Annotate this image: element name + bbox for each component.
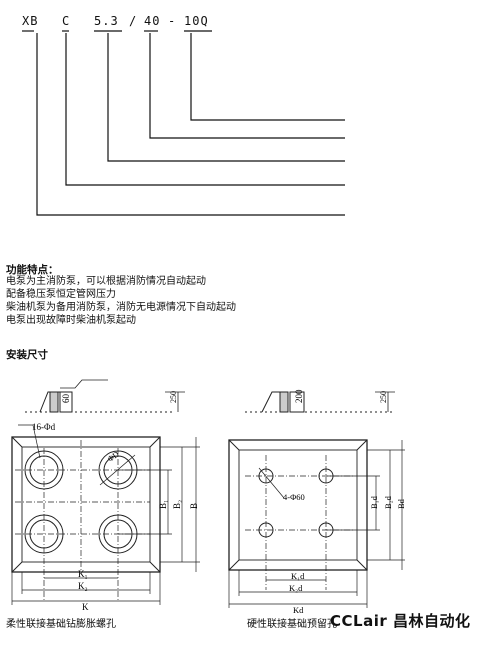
right-k-label: Kd xyxy=(293,605,304,615)
install-title: 安装尺寸 xyxy=(6,349,48,361)
code-flow: 40 xyxy=(144,14,161,28)
right-plan-view xyxy=(228,439,405,608)
left-k-label: K xyxy=(82,602,89,612)
code-dash: - xyxy=(168,14,177,28)
left-k2-label: K₂ xyxy=(78,581,88,591)
feature-line: 电泵出现故障时柴油机泵起动 xyxy=(6,315,136,326)
feature-line: 柴油机泵为备用消防泵，消防无电源情况下自动起动 xyxy=(6,302,236,313)
left-k1-label: K₁ xyxy=(78,569,88,579)
right-depth-label: 200 xyxy=(294,389,304,403)
left-holes-label: 16-Φd xyxy=(32,422,56,432)
left-b-label: B xyxy=(189,503,199,509)
right-section-view xyxy=(245,391,395,413)
features-title: 功能特点： xyxy=(6,264,59,276)
code-series: XB xyxy=(22,14,39,28)
right-caption: 硬性联接基础预留孔 xyxy=(247,619,337,630)
left-diameter-label: ΦD xyxy=(106,449,121,463)
left-plan-view xyxy=(11,424,200,605)
left-caption: 柔性联接基础钻膨胀螺孔 xyxy=(6,619,116,630)
code-suffix: 10Q xyxy=(184,14,209,28)
right-holes-label: 4-Φ60 xyxy=(283,492,305,502)
right-height-label: 250 xyxy=(379,391,388,403)
code-slash: / xyxy=(129,14,138,28)
left-height-label: 250 xyxy=(169,391,178,403)
right-anchor-holes xyxy=(258,468,334,538)
right-b-label: Bd xyxy=(396,498,406,509)
right-k2-label: K₂d xyxy=(289,583,303,593)
model-code-leaders xyxy=(22,30,345,216)
code-type: C xyxy=(62,14,71,28)
right-b2-label: B₂d xyxy=(383,495,393,509)
left-b2-label: B₂ xyxy=(172,500,182,509)
feature-line: 电泵为主消防泵，可以根据消防情况自动起动 xyxy=(6,276,206,287)
right-k1-label: K₁d xyxy=(291,571,305,581)
code-pressure: 5.3 xyxy=(94,14,119,28)
left-b1-label: B₁ xyxy=(158,500,168,509)
brand-logo: CCLair 昌林自动化 xyxy=(330,612,471,630)
right-b1-label: B₁d xyxy=(369,495,379,509)
left-section-view xyxy=(25,379,185,413)
feature-line: 配备稳压泵恒定管网压力 xyxy=(6,289,116,300)
left-depth-label: 60 xyxy=(61,394,71,404)
